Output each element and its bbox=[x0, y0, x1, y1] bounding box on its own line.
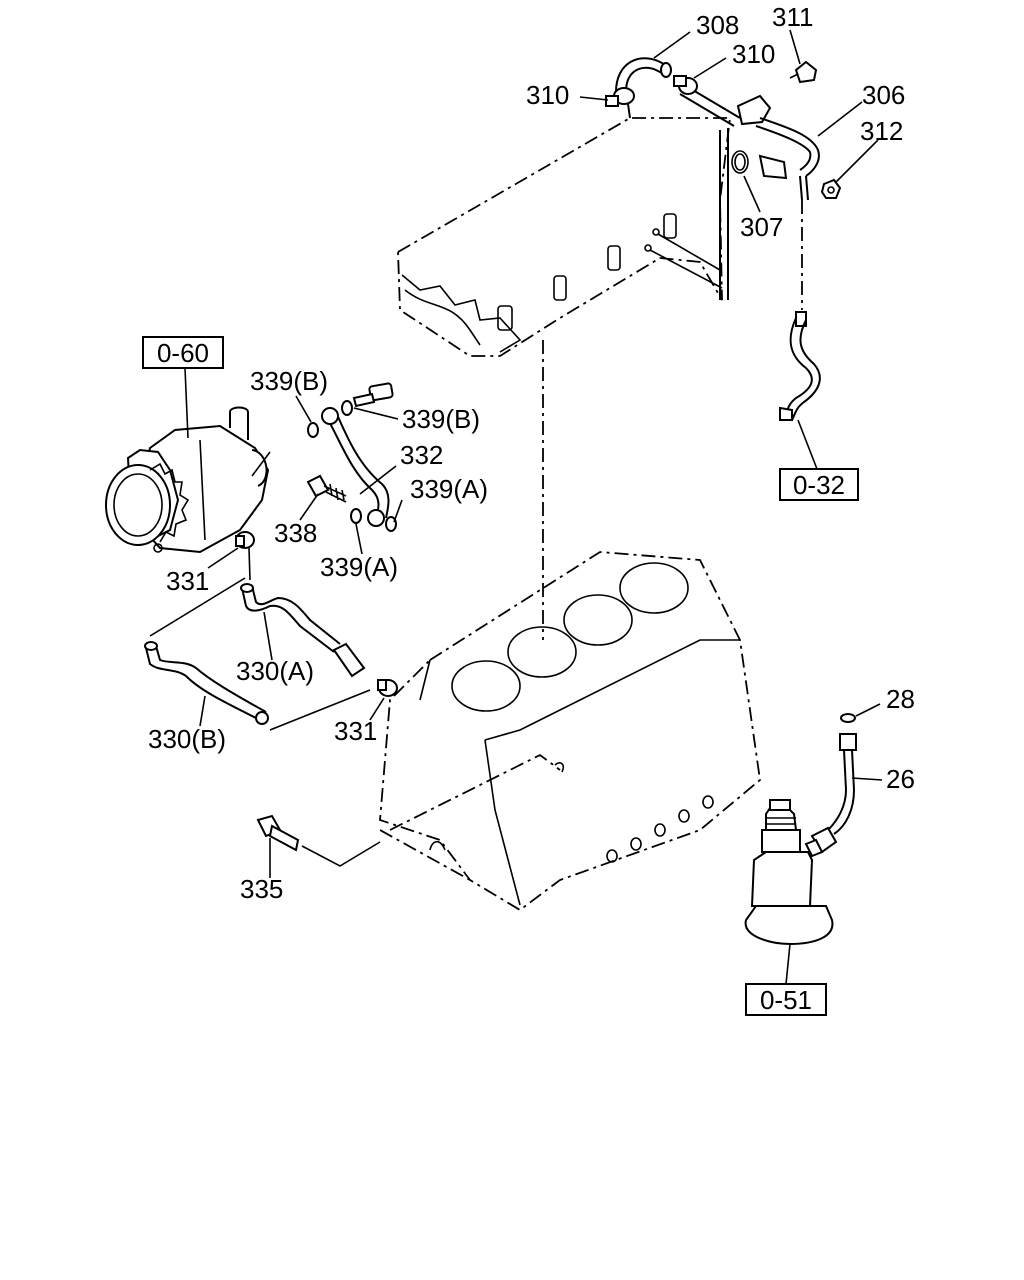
label-339b-right: 339(B) bbox=[402, 404, 480, 434]
union-bolt-335 bbox=[256, 814, 381, 867]
label-26: 26 bbox=[886, 764, 915, 794]
label-330a: 330(A) bbox=[236, 656, 314, 686]
label-338: 338 bbox=[274, 518, 317, 548]
clamp-310-right bbox=[673, 75, 698, 95]
label-310-top: 310 bbox=[732, 39, 775, 69]
oil-pipe-332 bbox=[306, 382, 397, 532]
ref-0-60-label: 0-60 bbox=[157, 338, 209, 368]
label-330b: 330(B) bbox=[148, 724, 226, 754]
cylinder-head-outline bbox=[397, 117, 732, 357]
nut-312 bbox=[820, 178, 842, 199]
gasket-307 bbox=[731, 150, 749, 174]
part-number-labels: 308 311 310 310 306 312 307 339(B) 339(B… bbox=[148, 2, 915, 904]
reference-box-0-32: 0-32 bbox=[779, 468, 859, 501]
bolt-339b bbox=[352, 382, 394, 408]
clamp-310-left bbox=[605, 87, 635, 119]
hose-330a bbox=[240, 583, 366, 678]
hose-308 bbox=[615, 57, 741, 127]
ref-0-51-label: 0-51 bbox=[760, 985, 812, 1015]
washer-339a-right bbox=[385, 516, 397, 532]
cylinder-block-outline bbox=[379, 551, 761, 912]
oil-filter-assembly bbox=[744, 799, 834, 985]
label-339a-right: 339(A) bbox=[410, 474, 488, 504]
label-28: 28 bbox=[886, 684, 915, 714]
hose-330b bbox=[144, 641, 269, 725]
clamp-331-lower bbox=[377, 679, 398, 697]
label-308: 308 bbox=[696, 10, 739, 40]
label-331-upper: 331 bbox=[166, 566, 209, 596]
label-310-left: 310 bbox=[526, 80, 569, 110]
label-311: 311 bbox=[772, 2, 813, 32]
label-331-lower: 331 bbox=[334, 716, 377, 746]
hose-connection-lines bbox=[149, 547, 371, 731]
bolt-311 bbox=[789, 60, 818, 84]
reference-box-0-51: 0-51 bbox=[745, 983, 827, 1016]
label-332: 332 bbox=[400, 440, 443, 470]
oil-return-pipe bbox=[779, 311, 821, 470]
washer-339b-left bbox=[307, 422, 319, 438]
label-312: 312 bbox=[860, 116, 903, 146]
label-306: 306 bbox=[862, 80, 905, 110]
label-339b-top: 339(B) bbox=[250, 366, 328, 396]
pipe-26 bbox=[804, 733, 857, 858]
washer-339b-right bbox=[341, 400, 353, 416]
bolt-338 bbox=[306, 474, 347, 503]
leader-lines bbox=[199, 29, 883, 878]
label-339a-bottom: 339(A) bbox=[320, 552, 398, 582]
label-335: 335 bbox=[240, 874, 283, 904]
washer-28 bbox=[840, 713, 856, 723]
vacuum-pump-assembly bbox=[105, 406, 270, 554]
clamp-331-upper bbox=[235, 531, 255, 549]
reference-box-0-60: 0-60 bbox=[142, 336, 224, 439]
label-307: 307 bbox=[740, 212, 783, 242]
washer-339a-left bbox=[350, 508, 362, 524]
ref-0-32-label: 0-32 bbox=[793, 470, 845, 500]
pipe-306 bbox=[736, 94, 820, 310]
